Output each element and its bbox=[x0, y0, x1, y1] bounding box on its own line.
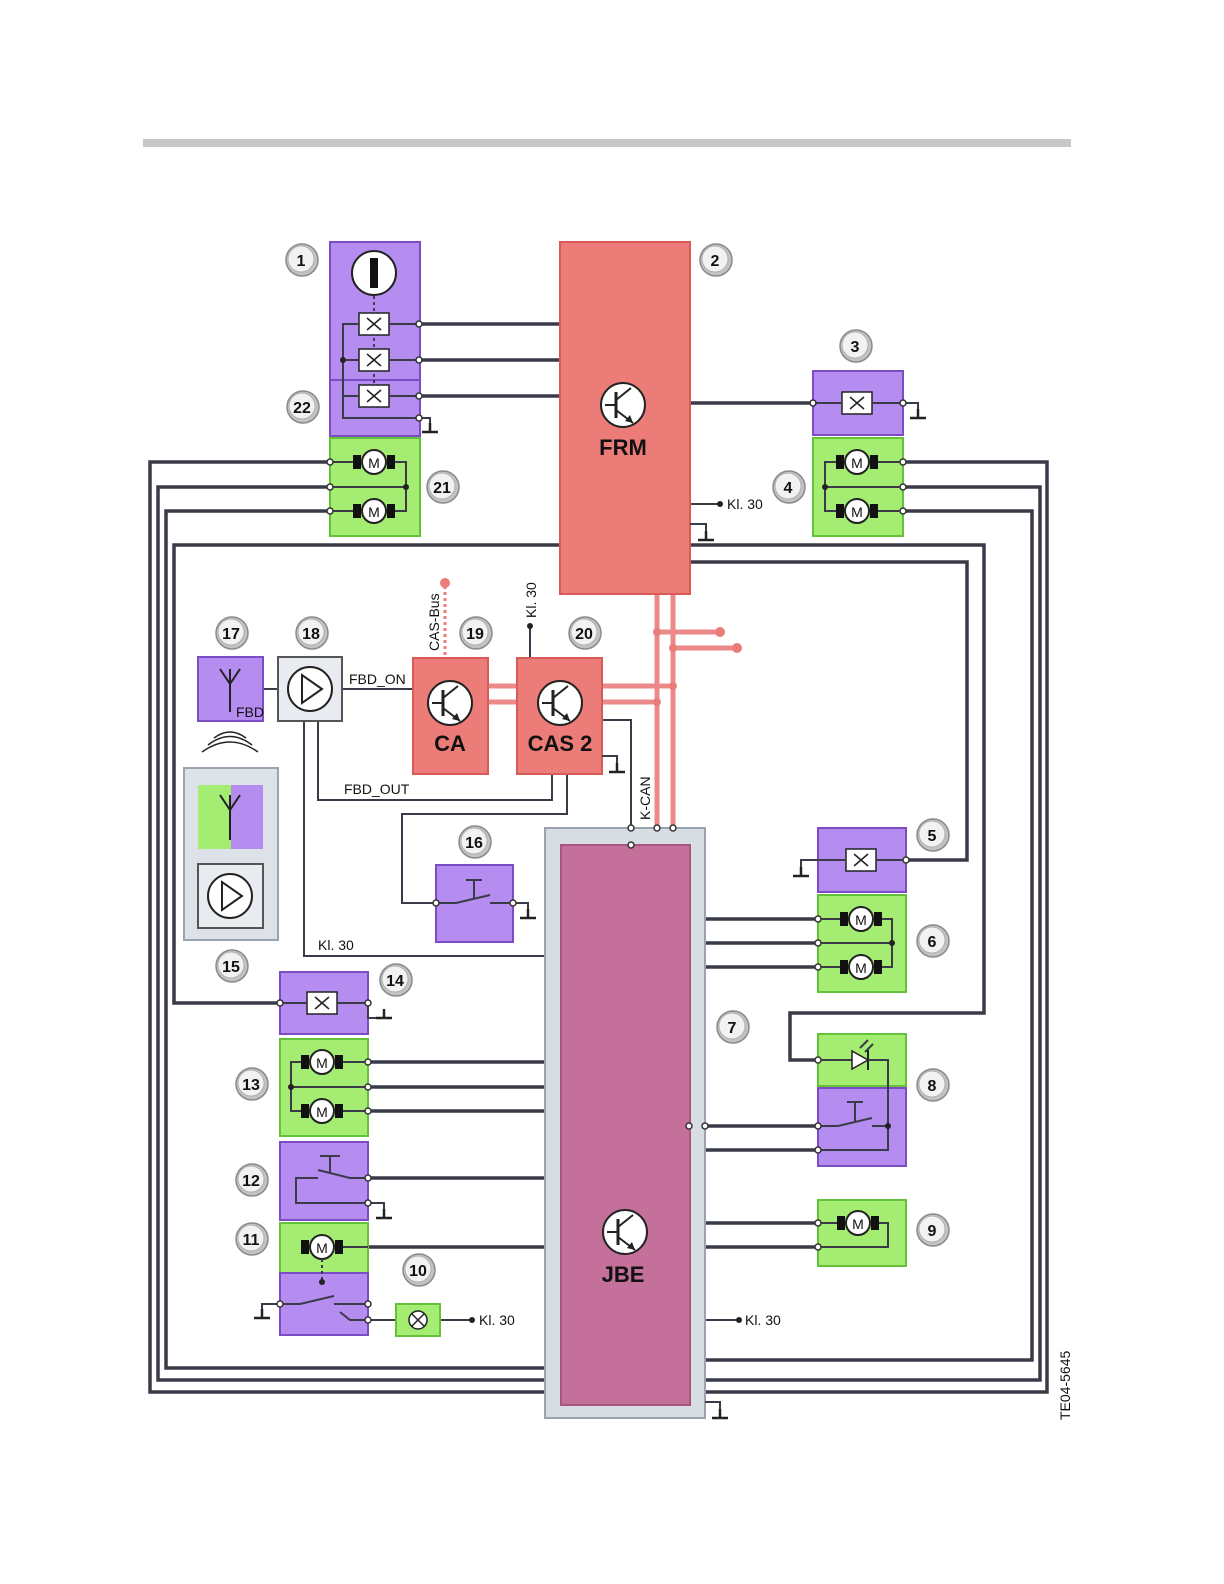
ground-icon bbox=[698, 531, 714, 540]
svg-text:M: M bbox=[852, 1216, 864, 1232]
switch-component-14[interactable] bbox=[277, 972, 392, 1034]
ca-label: CA bbox=[434, 731, 466, 756]
svg-text:M: M bbox=[851, 504, 863, 520]
svg-text:1: 1 bbox=[297, 253, 306, 270]
callout-18: 18 bbox=[296, 617, 328, 649]
svg-text:M: M bbox=[855, 960, 867, 976]
svg-text:12: 12 bbox=[242, 1173, 260, 1190]
ground-icon bbox=[910, 409, 926, 418]
svg-text:17: 17 bbox=[222, 626, 240, 643]
fbd-on-label: FBD_ON bbox=[349, 671, 406, 687]
svg-text:M: M bbox=[316, 1104, 328, 1120]
callout-2: 2 bbox=[700, 244, 732, 276]
jbe-module[interactable]: JBE Kl. 30 bbox=[545, 825, 781, 1418]
svg-text:16: 16 bbox=[465, 835, 483, 852]
svg-text:11: 11 bbox=[243, 1232, 260, 1249]
callout-14: 14 bbox=[380, 964, 412, 996]
svg-text:4: 4 bbox=[784, 480, 793, 497]
callout-3: 3 bbox=[840, 330, 872, 362]
callout-13: 13 bbox=[236, 1068, 268, 1100]
antenna-component-17[interactable]: FBD bbox=[198, 657, 264, 721]
svg-text:9: 9 bbox=[928, 1223, 937, 1240]
push-button-16[interactable] bbox=[433, 865, 536, 942]
ground-icon bbox=[254, 1309, 270, 1318]
svg-text:22: 22 bbox=[293, 400, 311, 417]
kl30-jbe-label: Kl. 30 bbox=[745, 1312, 781, 1328]
kl30-cas-label: Kl. 30 bbox=[523, 582, 539, 618]
callout-7: 7 bbox=[717, 1011, 749, 1043]
kl30-lamp-label: Kl. 30 bbox=[479, 1312, 515, 1328]
callout-21: 21 bbox=[427, 471, 459, 503]
kl30-fbd-label: Kl. 30 bbox=[318, 937, 354, 953]
callout-1: 1 bbox=[286, 244, 318, 276]
callout-17: 17 bbox=[216, 617, 248, 649]
svg-text:18: 18 bbox=[302, 626, 320, 643]
svg-text:M: M bbox=[368, 455, 380, 471]
figure-id: TE04-5645 bbox=[1057, 1351, 1073, 1420]
callout-20: 20 bbox=[569, 617, 601, 649]
remote-key-15[interactable] bbox=[184, 732, 278, 940]
motor-pair-4[interactable]: M M bbox=[813, 438, 906, 536]
callout-8: 8 bbox=[917, 1069, 949, 1101]
callout-15: 15 bbox=[216, 950, 248, 982]
receiver-component-18[interactable]: FBD_ON FBD_OUT Kl. 30 bbox=[278, 657, 410, 953]
svg-text:15: 15 bbox=[222, 959, 240, 976]
fbd-out-label: FBD_OUT bbox=[344, 781, 410, 797]
svg-text:6: 6 bbox=[928, 934, 937, 951]
callout-10: 10 bbox=[403, 1254, 435, 1286]
svg-text:M: M bbox=[368, 504, 380, 520]
motor-9[interactable]: M bbox=[815, 1200, 906, 1266]
svg-text:2: 2 bbox=[711, 253, 720, 270]
led-switch-8[interactable] bbox=[815, 1034, 906, 1166]
switch-component-5[interactable] bbox=[793, 828, 909, 892]
ground-icon bbox=[376, 1009, 392, 1018]
svg-text:13: 13 bbox=[242, 1077, 260, 1094]
switch-component-3[interactable] bbox=[810, 371, 926, 435]
ground-icon bbox=[422, 423, 438, 432]
push-button-12[interactable] bbox=[280, 1142, 392, 1220]
svg-text:3: 3 bbox=[851, 339, 860, 356]
jbe-label: JBE bbox=[602, 1262, 645, 1287]
svg-text:19: 19 bbox=[466, 626, 484, 643]
k-can-label: K-CAN bbox=[637, 776, 653, 820]
svg-text:20: 20 bbox=[575, 626, 593, 643]
kl30-frm-label: Kl. 30 bbox=[727, 496, 763, 512]
svg-text:M: M bbox=[855, 912, 867, 928]
ground-icon bbox=[376, 1209, 392, 1218]
motor-switch-11[interactable]: M bbox=[254, 1223, 371, 1335]
svg-text:21: 21 bbox=[433, 480, 451, 497]
svg-text:M: M bbox=[851, 455, 863, 471]
callout-16: 16 bbox=[459, 826, 491, 858]
frm-module[interactable]: FRM Kl. 30 bbox=[560, 242, 763, 594]
fbd-label: FBD bbox=[236, 704, 264, 720]
ground-icon bbox=[520, 909, 536, 918]
lock-cylinder-component[interactable] bbox=[330, 242, 438, 436]
callout-4: 4 bbox=[773, 471, 805, 503]
callout-22: 22 bbox=[287, 391, 319, 423]
ground-icon bbox=[793, 867, 809, 876]
svg-text:M: M bbox=[316, 1240, 328, 1256]
motor-pair-21[interactable]: M M bbox=[327, 438, 420, 536]
frm-label: FRM bbox=[599, 435, 647, 460]
callout-9: 9 bbox=[917, 1214, 949, 1246]
svg-text:5: 5 bbox=[928, 828, 937, 845]
svg-text:7: 7 bbox=[728, 1020, 737, 1037]
callout-6: 6 bbox=[917, 925, 949, 957]
svg-text:M: M bbox=[316, 1055, 328, 1071]
svg-text:14: 14 bbox=[386, 973, 404, 990]
callout-11: 11 bbox=[236, 1223, 268, 1255]
callout-12: 12 bbox=[236, 1164, 268, 1196]
svg-text:8: 8 bbox=[928, 1078, 937, 1095]
motor-pair-13[interactable]: M M bbox=[280, 1039, 371, 1136]
motor-pair-6[interactable]: M M bbox=[815, 895, 906, 992]
ground-icon bbox=[712, 1409, 728, 1418]
ground-icon bbox=[609, 763, 625, 772]
svg-text:10: 10 bbox=[409, 1263, 427, 1280]
callout-19: 19 bbox=[460, 617, 492, 649]
cas2-label: CAS 2 bbox=[528, 731, 593, 756]
cas-bus-label: CAS-Bus bbox=[426, 593, 442, 651]
callout-5: 5 bbox=[917, 819, 949, 851]
